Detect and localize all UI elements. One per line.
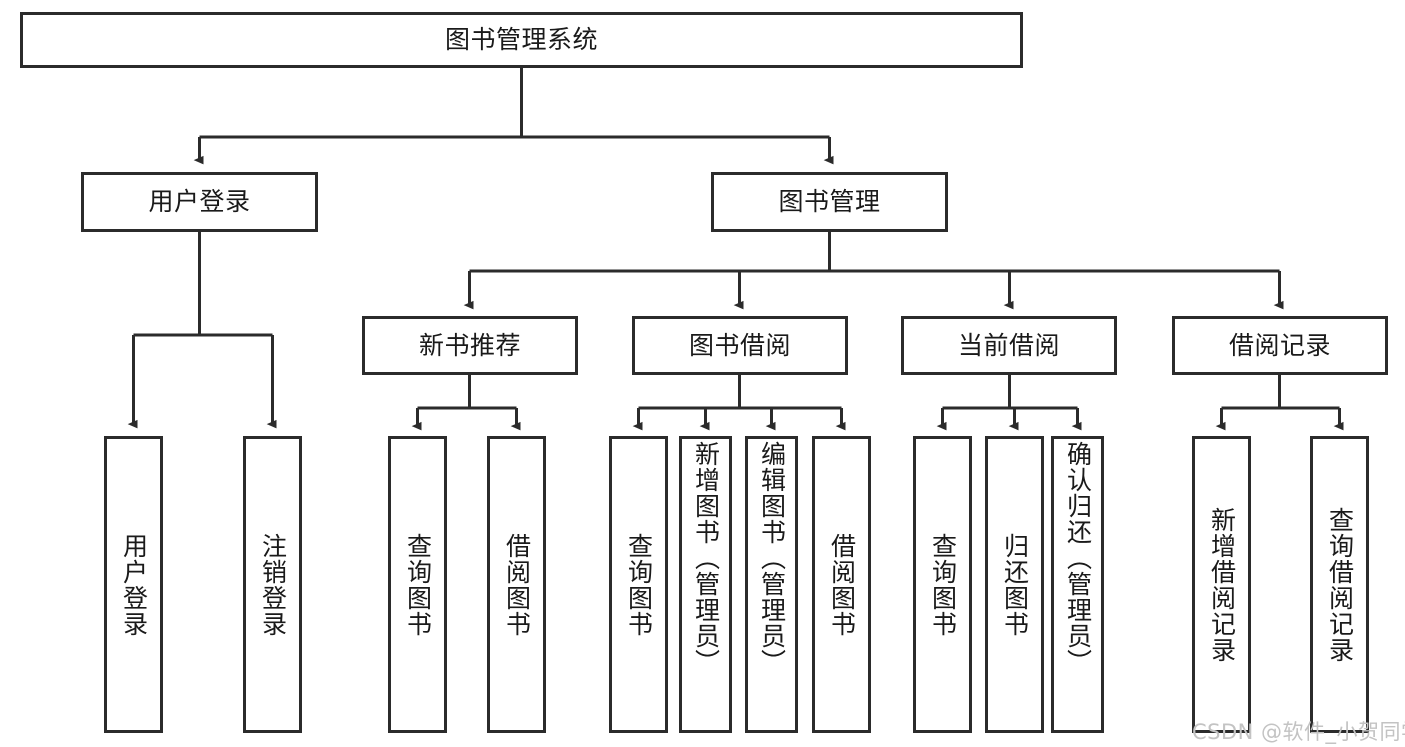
leaf-edit-book-label: 编辑图书（管理员） — [757, 441, 787, 675]
leaf-borrow-book-2-label: 借阅图书 — [827, 532, 857, 637]
connector-bookmanage-to-level3 — [463, 232, 1284, 310]
node-book-borrow-label: 图书借阅 — [688, 330, 791, 360]
node-book-borrow[interactable]: 图书借阅 — [632, 316, 848, 375]
node-user-login[interactable]: 用户登录 — [81, 172, 318, 232]
connector-root-to-level2 — [193, 68, 834, 165]
leaf-query-book-3-label: 查询图书 — [928, 532, 958, 637]
node-root-label: 图书管理系统 — [444, 25, 598, 55]
node-borrow-record-label: 借阅记录 — [1228, 330, 1331, 360]
connector-newbook-to-leaves — [411, 375, 521, 431]
node-root[interactable]: 图书管理系统 — [20, 12, 1023, 68]
node-book-manage[interactable]: 图书管理 — [711, 172, 948, 232]
leaf-confirm-return[interactable]: 确认归还（管理员） — [1051, 436, 1104, 733]
leaf-add-book-label: 新增图书（管理员） — [691, 441, 721, 675]
node-current-borrow-label: 当前借阅 — [957, 330, 1060, 360]
node-current-borrow[interactable]: 当前借阅 — [901, 316, 1117, 375]
leaf-query-record[interactable]: 查询借阅记录 — [1310, 436, 1369, 733]
node-book-manage-label: 图书管理 — [778, 187, 881, 217]
leaf-query-book-2[interactable]: 查询图书 — [609, 436, 668, 733]
leaf-edit-book[interactable]: 编辑图书（管理员） — [745, 436, 798, 733]
leaf-borrow-book-1[interactable]: 借阅图书 — [487, 436, 546, 733]
leaf-add-record[interactable]: 新增借阅记录 — [1192, 436, 1251, 733]
leaf-borrow-book-1-label: 借阅图书 — [502, 532, 532, 637]
leaf-return-book[interactable]: 归还图书 — [985, 436, 1044, 733]
leaf-add-record-label: 新增借阅记录 — [1207, 506, 1237, 663]
connector-currentborrow-to-leaves — [936, 375, 1082, 431]
leaf-query-book-1-label: 查询图书 — [403, 532, 433, 637]
leaf-user-login-label: 用户登录 — [119, 532, 149, 637]
connector-bookborrow-to-leaves — [632, 375, 846, 431]
node-user-login-label: 用户登录 — [148, 187, 251, 217]
leaf-user-login[interactable]: 用户登录 — [104, 436, 163, 733]
node-new-book-recommend[interactable]: 新书推荐 — [362, 316, 578, 375]
leaf-add-book[interactable]: 新增图书（管理员） — [679, 436, 732, 733]
node-borrow-record[interactable]: 借阅记录 — [1172, 316, 1388, 375]
connector-userlogin-to-leaves — [127, 232, 277, 429]
leaf-logout-label: 注销登录 — [258, 532, 288, 637]
node-new-book-recommend-label: 新书推荐 — [418, 330, 521, 360]
connector-borrowrecord-to-leaves — [1215, 375, 1344, 431]
leaf-borrow-book-2[interactable]: 借阅图书 — [812, 436, 871, 733]
leaf-query-book-1[interactable]: 查询图书 — [388, 436, 447, 733]
leaf-logout[interactable]: 注销登录 — [243, 436, 302, 733]
leaf-query-book-2-label: 查询图书 — [624, 532, 654, 637]
leaf-confirm-return-label: 确认归还（管理员） — [1063, 441, 1093, 675]
leaf-query-book-3[interactable]: 查询图书 — [913, 436, 972, 733]
watermark: CSDN @软件_小贺同学 — [1192, 720, 1405, 744]
leaf-return-book-label: 归还图书 — [1000, 532, 1030, 637]
leaf-query-record-label: 查询借阅记录 — [1325, 506, 1355, 663]
